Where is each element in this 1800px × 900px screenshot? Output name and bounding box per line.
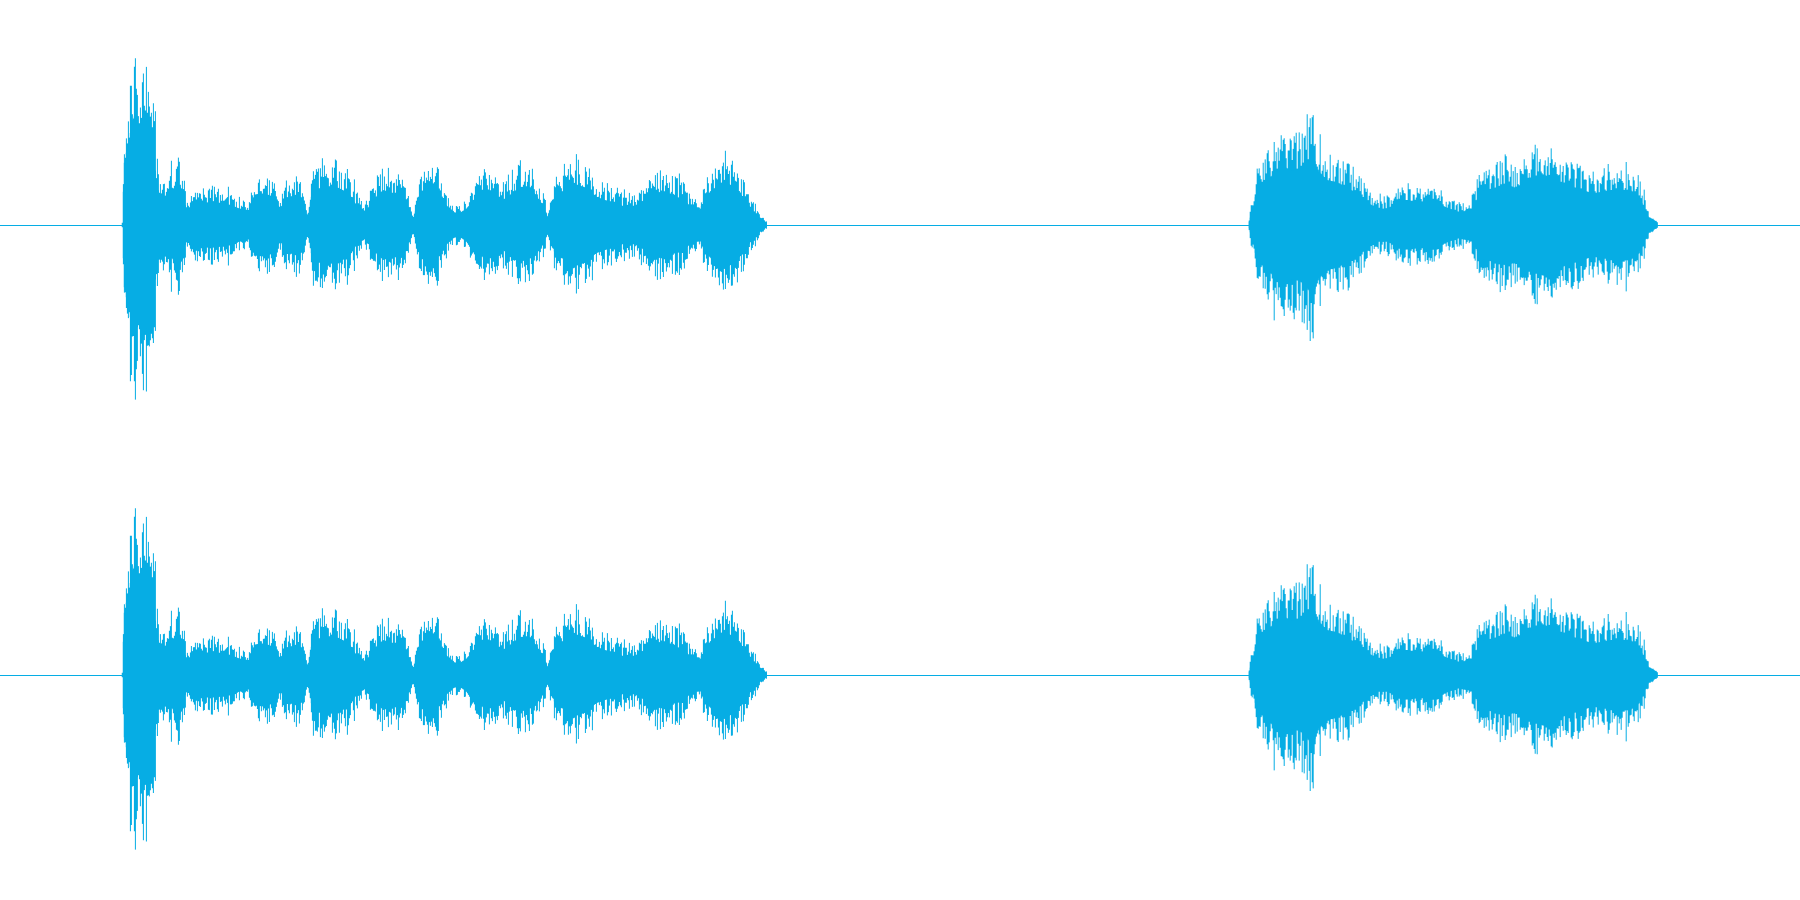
segment-2-core: [1248, 154, 1658, 296]
segment-1-core: [121, 566, 767, 784]
channel-left: [0, 58, 1800, 400]
segment-2-core: [1248, 604, 1658, 746]
channel-right: [0, 508, 1800, 850]
segment-1-core: [121, 116, 767, 334]
